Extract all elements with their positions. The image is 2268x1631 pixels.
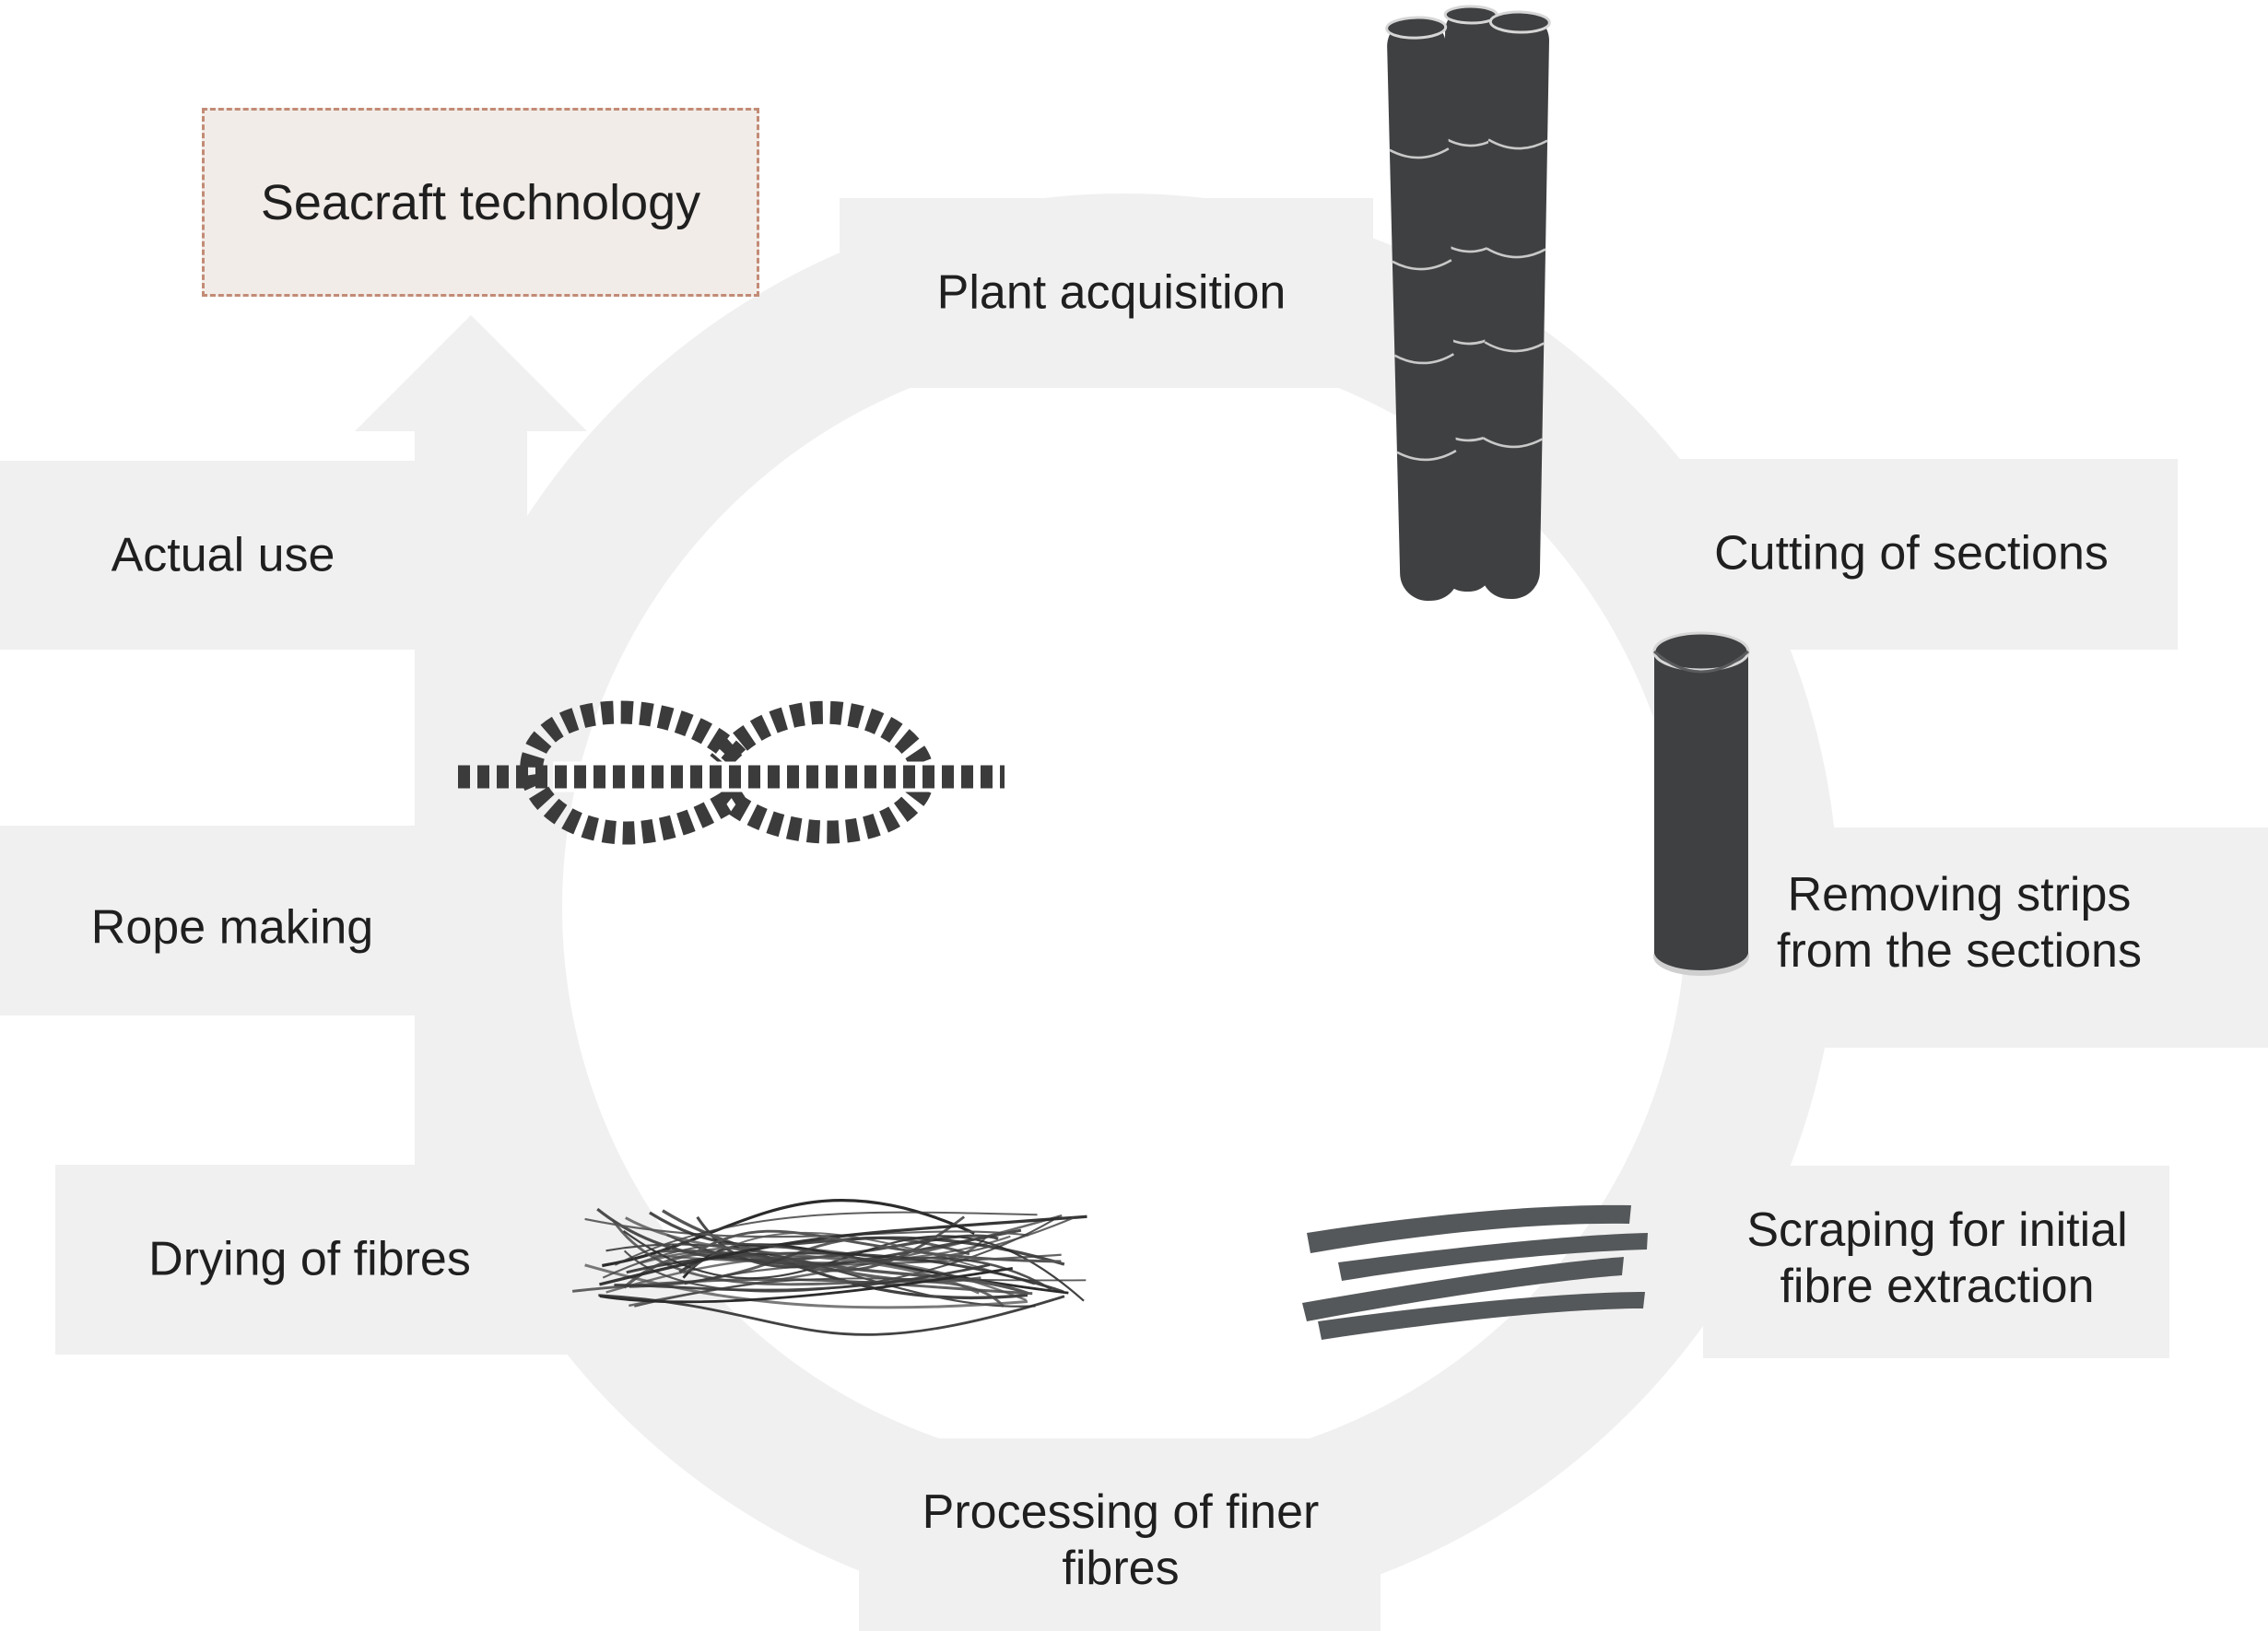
label-actual-use: Actual use — [111, 528, 335, 582]
label-plant-acquisition: Plant acquisition — [936, 265, 1287, 320]
up-arrow-icon — [355, 315, 587, 431]
actual-use-band — [0, 461, 415, 650]
rope-making-band — [0, 826, 420, 1015]
processing-band — [859, 1438, 1381, 1631]
label-rope-making: Rope making — [90, 900, 374, 955]
drying-band — [55, 1165, 608, 1355]
bamboo-stalks-icon — [1385, 5, 1551, 601]
ring-left-segment — [415, 431, 527, 1168]
cutting-of-sections-band — [1656, 459, 2178, 650]
rope-knot-icon — [458, 700, 1005, 845]
label-processing: Processing of finer fibres — [922, 1485, 1320, 1595]
label-cutting-of-sections: Cutting of sections — [1714, 526, 2109, 581]
label-drying: Drying of fibres — [148, 1232, 471, 1286]
seacraft-technology-box: Seacraft technology — [202, 108, 759, 297]
fibre-bundle-icon — [571, 1199, 1087, 1336]
plant-acquisition-band — [840, 198, 1373, 388]
scraping-band — [1703, 1166, 2169, 1358]
bamboo-section-icon — [1652, 631, 1750, 976]
removing-strips-band — [1779, 827, 2268, 1048]
label-scraping: Scraping for initial fibre extraction — [1746, 1203, 2128, 1313]
strips-icon — [1302, 1204, 1648, 1340]
label-removing-strips: Removing strips from the sections — [1777, 868, 2142, 978]
seacraft-technology-label: Seacraft technology — [260, 174, 701, 230]
